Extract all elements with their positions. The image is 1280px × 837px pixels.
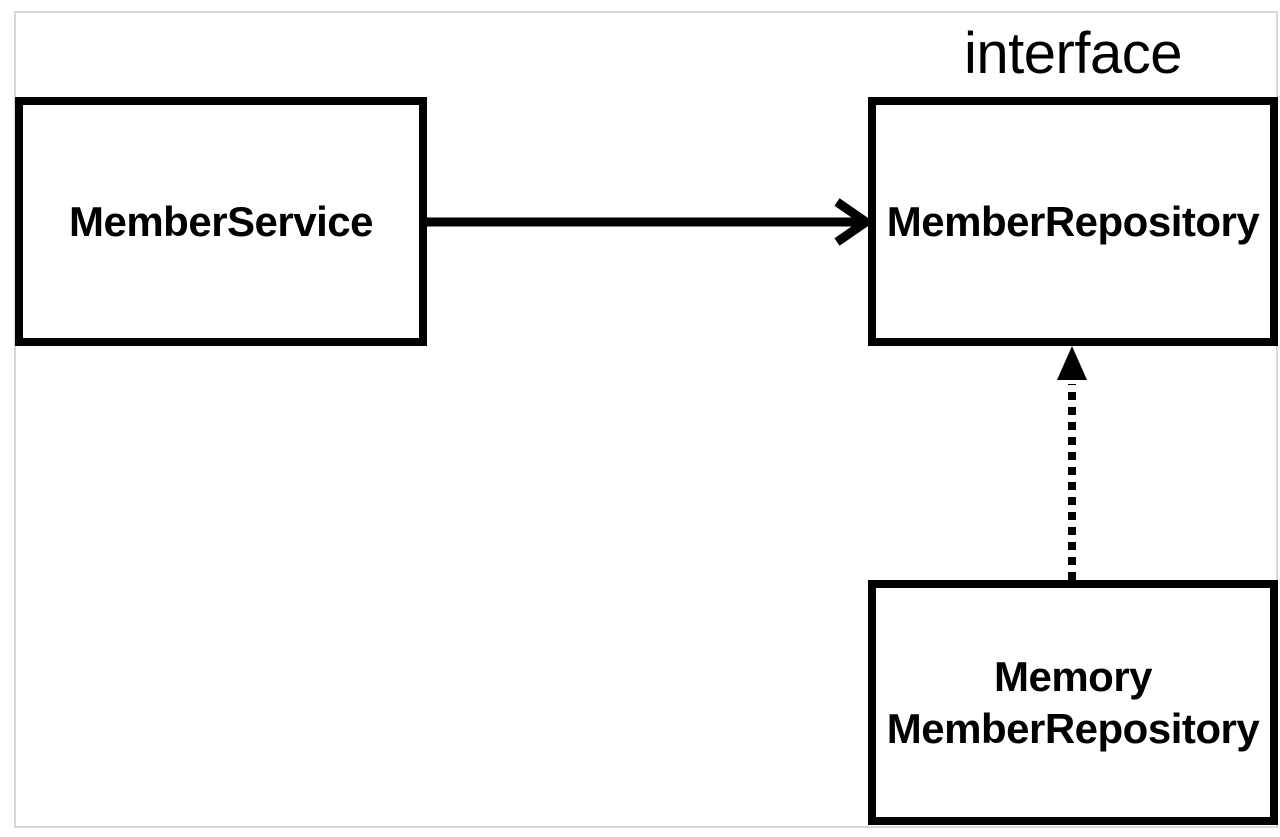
memory-member-repository-label-line1: Memory (993, 652, 1153, 700)
node-memory-member-repository: Memory MemberRepository (868, 580, 1278, 825)
node-member-service: MemberService (15, 97, 427, 346)
member-service-label: MemberService (68, 197, 374, 245)
member-repository-label: MemberRepository (886, 197, 1260, 245)
memory-member-repository-label-line2: MemberRepository (886, 704, 1260, 752)
node-member-repository: MemberRepository (868, 97, 1278, 346)
interface-stereotype-label: interface (964, 21, 1182, 86)
